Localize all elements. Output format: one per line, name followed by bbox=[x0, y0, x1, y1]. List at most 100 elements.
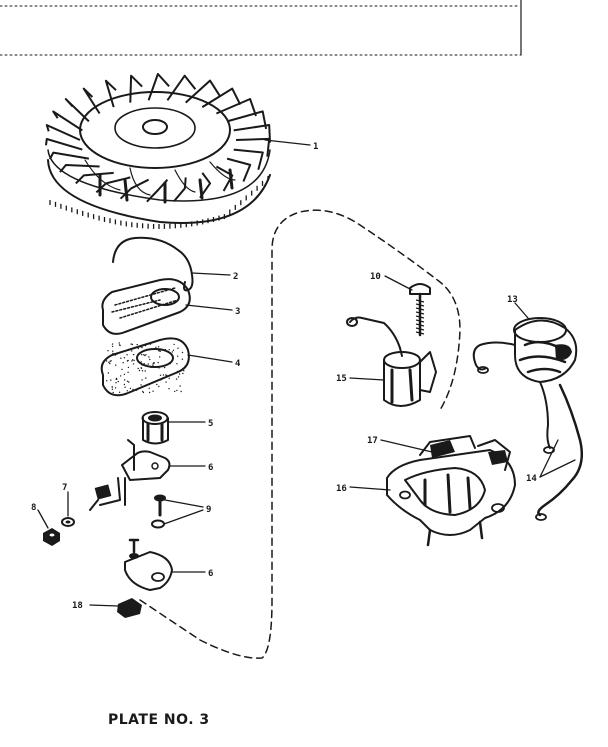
felt-dot bbox=[176, 389, 178, 392]
felt-dot bbox=[140, 367, 142, 369]
flywheel-fin bbox=[104, 79, 117, 108]
felt-dot bbox=[157, 346, 160, 348]
felt-dot bbox=[127, 371, 129, 373]
felt-dot bbox=[177, 376, 180, 378]
felt-dot bbox=[110, 379, 112, 381]
felt-dot bbox=[126, 390, 128, 392]
coil-assembly-boundary bbox=[139, 209, 461, 659]
screw-thread bbox=[415, 299, 425, 303]
washer bbox=[61, 517, 75, 527]
label-part-14: 14 bbox=[526, 474, 537, 484]
felt-dot bbox=[106, 380, 108, 382]
felt-dot bbox=[130, 343, 132, 345]
felt-dot bbox=[148, 391, 151, 394]
felt-dot bbox=[152, 390, 154, 392]
felt-dot bbox=[129, 387, 132, 390]
felt-dot bbox=[115, 377, 118, 380]
felt-dot bbox=[152, 364, 154, 366]
flywheel-fin bbox=[226, 157, 252, 182]
felt-dot bbox=[168, 377, 170, 380]
felt-dot bbox=[163, 366, 166, 369]
felt-dot bbox=[158, 385, 160, 388]
felt-dot bbox=[108, 361, 110, 364]
felt-dot bbox=[144, 370, 146, 372]
label-part-15: 15 bbox=[336, 374, 347, 384]
screw-thread bbox=[415, 315, 425, 319]
felt-dot bbox=[141, 385, 144, 388]
felt-dot bbox=[149, 358, 151, 361]
felt-dot bbox=[141, 370, 144, 372]
page-border bbox=[0, 0, 522, 56]
breaker-arm bbox=[89, 439, 171, 511]
felt-dot bbox=[120, 357, 122, 359]
felt-dot bbox=[159, 374, 162, 376]
plate-caption: PLATE NO. 3 bbox=[108, 712, 210, 728]
screw-and-washer bbox=[151, 494, 166, 529]
felt-dot bbox=[112, 350, 114, 352]
felt-dot bbox=[131, 343, 134, 346]
felt-dot bbox=[148, 387, 150, 389]
felt-dot bbox=[109, 360, 111, 363]
flywheel-fin bbox=[45, 138, 83, 151]
flywheel bbox=[45, 73, 271, 229]
felt-dot bbox=[107, 350, 109, 352]
felt-dot bbox=[114, 354, 116, 356]
label-part-1: 1 bbox=[313, 142, 318, 152]
flywheel-fin bbox=[82, 87, 101, 115]
part-number-labels: 1 2 3 4 5 6 7 8 9 6 18 10 13 15 17 16 14 bbox=[31, 142, 537, 611]
felt-dot bbox=[105, 360, 108, 362]
felt-dot bbox=[160, 379, 162, 381]
felt-dot bbox=[153, 362, 155, 364]
mounting-screw bbox=[409, 283, 431, 337]
screw-thread bbox=[415, 323, 425, 327]
felt-dot bbox=[180, 390, 182, 393]
felt-dot bbox=[128, 381, 130, 383]
hex-nut bbox=[43, 528, 60, 546]
felt-dot bbox=[112, 352, 114, 355]
felt-dot bbox=[181, 351, 184, 354]
label-part-4: 4 bbox=[235, 359, 241, 369]
felt-dot bbox=[149, 343, 152, 345]
screw-thread bbox=[415, 307, 425, 311]
screw-thread bbox=[415, 331, 425, 335]
felt-dot bbox=[142, 390, 144, 393]
felt-dot bbox=[118, 342, 120, 344]
flywheel-fin bbox=[233, 148, 264, 171]
felt-dot bbox=[158, 350, 160, 352]
felt-dot bbox=[118, 391, 121, 393]
felt-dot bbox=[123, 357, 126, 359]
felt-dot bbox=[176, 370, 179, 373]
screw-thread bbox=[415, 327, 425, 331]
flywheel-fin bbox=[147, 73, 170, 101]
felt-dot bbox=[140, 346, 142, 348]
label-part-3: 3 bbox=[235, 307, 240, 317]
ground-wire bbox=[535, 383, 583, 521]
label-part-13: 13 bbox=[507, 295, 518, 305]
felt-dot bbox=[141, 379, 143, 381]
felt-dot bbox=[143, 354, 145, 356]
flywheel-fin bbox=[119, 178, 150, 200]
felt-dot bbox=[179, 385, 181, 387]
felt-dot bbox=[112, 391, 114, 394]
screw-threads bbox=[415, 299, 425, 335]
flywheel-fin bbox=[64, 98, 90, 123]
label-part-6-upper: 6 bbox=[208, 463, 213, 473]
label-part-5: 5 bbox=[208, 419, 213, 429]
felt-dot bbox=[116, 353, 118, 355]
felt-dot bbox=[133, 359, 135, 362]
felt-dot bbox=[148, 383, 150, 386]
felt-dot bbox=[132, 353, 135, 356]
flywheel-fin bbox=[233, 124, 271, 143]
felt-dot bbox=[126, 354, 128, 356]
felt-dot bbox=[161, 377, 164, 379]
felt-dot bbox=[122, 362, 124, 364]
felt-dot bbox=[110, 360, 112, 362]
flywheel-fin bbox=[49, 151, 90, 160]
felt-dot bbox=[140, 361, 142, 363]
breaker-plate bbox=[124, 538, 173, 591]
screw-thread bbox=[415, 303, 425, 307]
felt-dot bbox=[144, 344, 147, 347]
label-part-9: 9 bbox=[206, 505, 211, 515]
felt-dot bbox=[132, 388, 134, 391]
felt-dot bbox=[181, 358, 184, 360]
